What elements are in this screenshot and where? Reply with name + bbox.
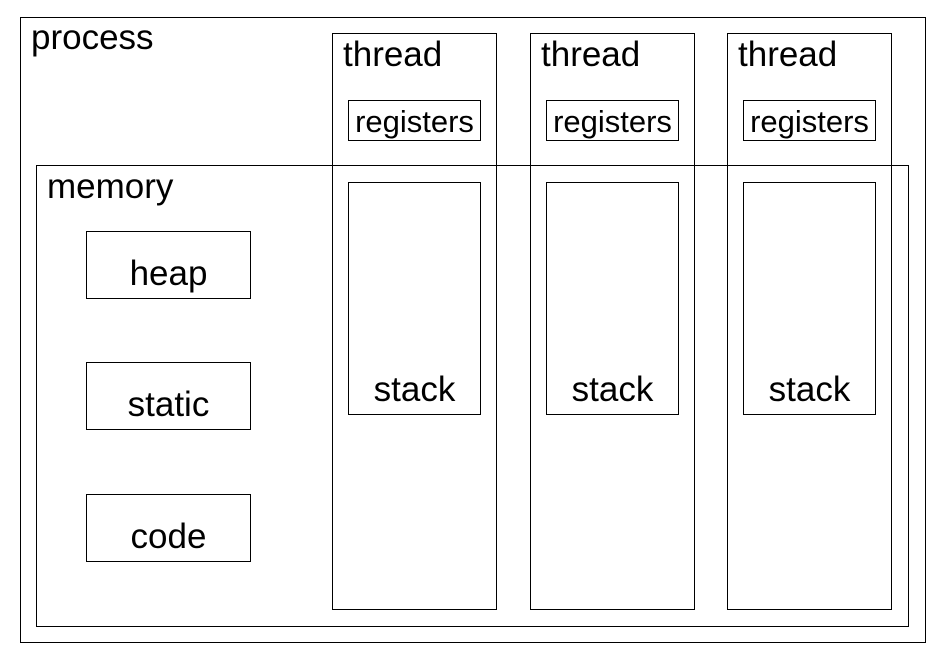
registers-box: registers — [546, 100, 679, 141]
stack-box: stack — [743, 182, 876, 415]
thread-box-2: thread registers stack — [530, 33, 695, 610]
registers-label: registers — [750, 104, 869, 139]
registers-label: registers — [553, 104, 672, 139]
registers-box: registers — [743, 100, 876, 141]
thread-box-3: thread registers stack — [727, 33, 892, 610]
stack-label: stack — [373, 370, 456, 409]
thread-label: thread — [343, 35, 443, 74]
stack-box: stack — [348, 182, 481, 415]
static-box: static — [86, 362, 251, 430]
stack-box: stack — [546, 182, 679, 415]
thread-label: thread — [738, 35, 838, 74]
static-label: static — [127, 385, 210, 424]
registers-box: registers — [348, 100, 481, 141]
heap-label: heap — [129, 254, 208, 293]
thread-box-1: thread registers stack — [332, 33, 497, 610]
heap-box: heap — [86, 231, 251, 299]
stack-label: stack — [571, 370, 654, 409]
code-box: code — [86, 494, 251, 562]
registers-label: registers — [355, 104, 474, 139]
process-box — [20, 17, 926, 643]
stack-label: stack — [768, 370, 851, 409]
memory-label: memory — [47, 167, 174, 206]
thread-label: thread — [541, 35, 641, 74]
memory-box — [36, 165, 909, 627]
code-label: code — [130, 517, 207, 556]
process-label: process — [31, 18, 154, 57]
